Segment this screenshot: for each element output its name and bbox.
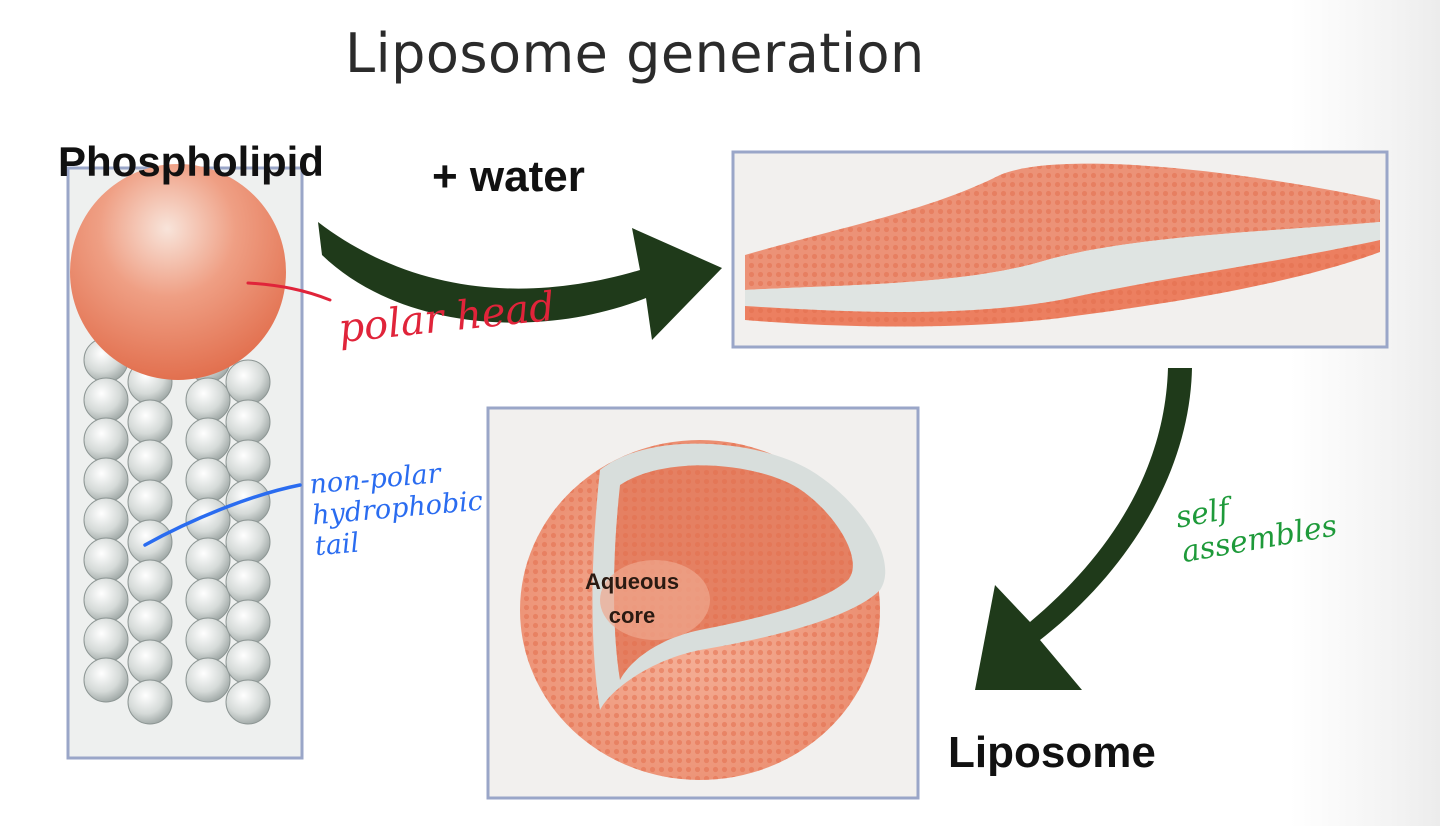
tail-annotation: non-polar hydrophobic tail bbox=[308, 455, 487, 563]
tail-bead bbox=[83, 417, 129, 463]
tail-bead bbox=[225, 599, 271, 645]
tail-bead bbox=[127, 399, 173, 445]
polar-head-pointer bbox=[246, 281, 332, 302]
tail-bead bbox=[225, 439, 271, 485]
phospholipid-illustration bbox=[66, 164, 304, 760]
tail-bead bbox=[127, 439, 173, 485]
bilayer-illustration bbox=[731, 150, 1389, 349]
arrow-add-water bbox=[318, 222, 722, 340]
tail-bead bbox=[127, 679, 173, 725]
tail-bead bbox=[225, 359, 271, 405]
bilayer-top-texture bbox=[745, 163, 1380, 290]
tail-bead bbox=[185, 417, 231, 463]
right-edge-shading bbox=[1290, 0, 1440, 826]
tail-bead bbox=[127, 479, 173, 525]
tail-bead bbox=[185, 457, 231, 503]
arrow-self-assembles bbox=[975, 368, 1192, 690]
liposome-illustration bbox=[486, 406, 920, 800]
tail-bead bbox=[185, 657, 231, 703]
tail-bead bbox=[225, 679, 271, 725]
aqueous-core-line2: core bbox=[608, 603, 656, 628]
tail-bead bbox=[225, 519, 271, 565]
liposome-label: Liposome bbox=[948, 728, 1156, 777]
tail-bead bbox=[185, 577, 231, 623]
aqueous-core-label: Aqueous core bbox=[552, 565, 712, 633]
tail-bead bbox=[225, 559, 271, 605]
aqueous-core-line1: Aqueous bbox=[584, 569, 680, 594]
tail-bead bbox=[83, 537, 129, 583]
tail-bead bbox=[185, 377, 231, 423]
tail-bead bbox=[83, 497, 129, 543]
tail-bead bbox=[127, 559, 173, 605]
add-water-label: + water bbox=[432, 152, 585, 201]
tail-bead bbox=[83, 457, 129, 503]
tail-bead bbox=[127, 599, 173, 645]
aqueous-core-highlight bbox=[600, 560, 710, 640]
tail-bead bbox=[83, 577, 129, 623]
tail-bead bbox=[127, 639, 173, 685]
polar-head-sphere bbox=[70, 164, 286, 380]
tail-bead bbox=[185, 617, 231, 663]
tail-bead bbox=[83, 377, 129, 423]
tail-bead bbox=[83, 617, 129, 663]
page-title: Liposome generation bbox=[345, 22, 925, 85]
tail-bead bbox=[225, 639, 271, 685]
bilayer-bottom-texture bbox=[745, 240, 1380, 327]
tail-bead bbox=[225, 479, 271, 525]
phospholipid-label: Phospholipid bbox=[58, 138, 324, 185]
tail-bead bbox=[225, 399, 271, 445]
tail-pointer bbox=[143, 483, 302, 547]
tail-bead bbox=[83, 657, 129, 703]
tail-bead bbox=[185, 537, 231, 583]
bilayer-tail-region bbox=[745, 222, 1380, 312]
